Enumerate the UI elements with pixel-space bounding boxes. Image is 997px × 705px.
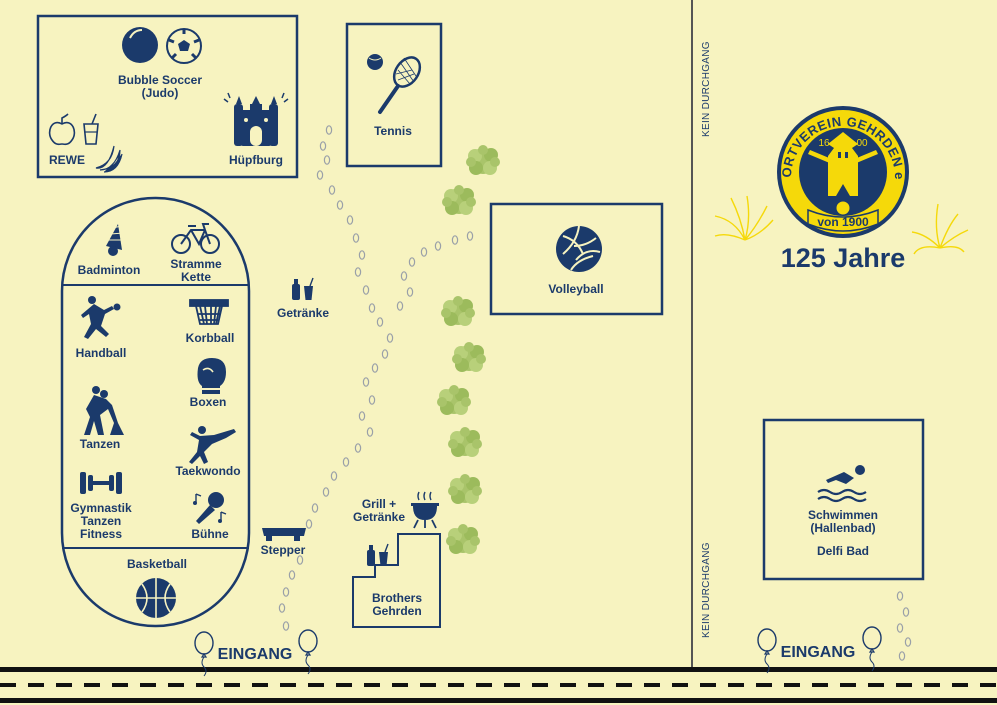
boxen-label: Boxen [189, 395, 227, 409]
stepper-label: Stepper [260, 543, 306, 557]
dumbbell-icon [80, 472, 122, 494]
balloon-icon [757, 628, 777, 674]
huepfburg-label: Hüpfburg [229, 153, 283, 167]
zone-bubble-soccer: Bubble Soccer (Judo) [118, 74, 202, 100]
stramme-kette-label: Stramme Kette [170, 258, 221, 284]
karate-icon [189, 426, 236, 464]
volleyball-label: Volleyball [548, 282, 604, 296]
taekwondo-label: Taekwondo [175, 464, 241, 478]
anniversary-title: 125 Jahre [780, 243, 906, 273]
delfi-bad-label: Delfi Bad [816, 544, 870, 558]
grill-label: Grill + Getränke [353, 498, 405, 524]
gymnastik-label: Gymnastik Tanzen Fitness [70, 502, 131, 541]
ball-icon [122, 27, 158, 63]
schwimmen-line1: Schwimmen [807, 508, 879, 522]
handball-label: Handball [75, 346, 127, 360]
soccer-ball-icon [166, 28, 202, 64]
entrance-left-label: EINGANG [217, 646, 293, 663]
schwimmen-label: Schwimmen (Hallenbad) [808, 509, 878, 535]
svg-text:von 1900: von 1900 [817, 215, 869, 229]
korbball-label: Korbball [185, 331, 235, 345]
microphone-icon [193, 492, 227, 524]
svg-text:16: 16 [818, 138, 830, 149]
bubble-soccer-sub-label: (Judo) [141, 86, 179, 100]
getraenke-label: Getränke [276, 306, 330, 320]
badminton-label: Badminton [77, 263, 141, 277]
swimmer-icon [817, 465, 867, 503]
buehne-label: Bühne [191, 527, 229, 541]
bouncy-castle-icon [223, 92, 289, 146]
bicycle-icon [171, 223, 220, 254]
brothers-gehrden-label: Brothers Gehrden [372, 592, 422, 618]
stramme-kette-line2: Kette [180, 270, 212, 284]
balloon-icon [862, 626, 882, 672]
basketball-hoop-icon [189, 299, 229, 325]
tennis-label: Tennis [374, 124, 412, 138]
tanzen-label: Tanzen [79, 437, 121, 451]
bottles-icon [291, 277, 314, 301]
brothers-line2: Gehrden [372, 604, 422, 618]
grill-icon [411, 491, 439, 529]
basketball-icon [136, 578, 176, 618]
gymnastik-line2: Tanzen [80, 514, 122, 528]
basketball-label: Basketball [126, 557, 188, 571]
firework-icon [714, 195, 969, 255]
no-passage-bottom: KEIN DURCHGANG [701, 542, 712, 638]
volleyball-icon [556, 225, 602, 272]
bubble-soccer-label: Bubble Soccer [117, 73, 203, 87]
drink-glass-icon [83, 113, 99, 145]
gymnastik-line3: Fitness [79, 527, 123, 541]
stepper-icon [262, 528, 306, 541]
apple-icon [48, 113, 76, 146]
grill-line2: Getränke [352, 510, 406, 524]
grill-line1: Grill + [361, 497, 397, 511]
entrance-right-label: EINGANG [780, 644, 856, 661]
handball-player-icon [81, 296, 121, 339]
bottles-icon [366, 543, 389, 567]
boxing-glove-icon [197, 358, 226, 394]
no-passage-top: KEIN DURCHGANG [701, 41, 712, 137]
svg-text:00: 00 [856, 138, 868, 149]
gymnastik-line1: Gymnastik [70, 501, 132, 515]
stramme-kette-line1: Stramme [170, 257, 222, 271]
shuttlecock-icon [106, 224, 125, 256]
brothers-line1: Brothers [371, 591, 423, 605]
dancers-icon [84, 386, 124, 435]
schwimmen-line2: (Hallenbad) [810, 521, 876, 535]
rewe-label: REWE [49, 153, 85, 167]
tennis-icon [367, 54, 422, 114]
banana-icon [95, 145, 123, 173]
